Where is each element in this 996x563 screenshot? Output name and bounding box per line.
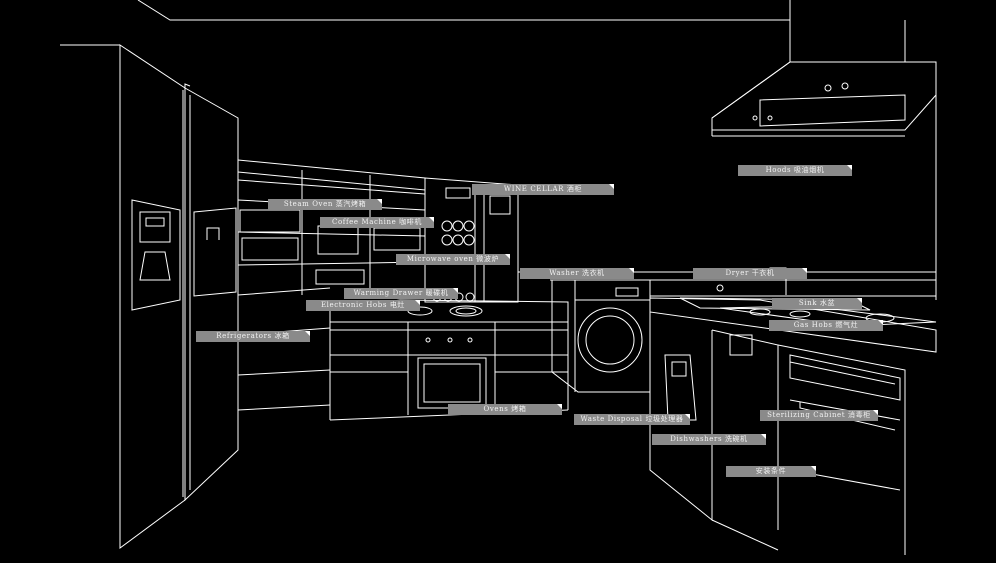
island bbox=[329, 299, 569, 421]
label-dryer: Dryer 干衣机 bbox=[693, 268, 807, 279]
label-warming-drawer: Warming Drawer 暖碟机 bbox=[344, 288, 458, 299]
label-accessories: 安装条件 bbox=[726, 466, 816, 477]
label-waste-disposal: Waste Disposal 垃圾处理器 bbox=[574, 414, 690, 425]
label-dishwashers: Dishwashers 洗碗机 bbox=[652, 434, 766, 445]
label-gas-hobs: Gas Hobs 燃气灶 bbox=[769, 320, 883, 331]
label-hoods: Hoods 吸油烟机 bbox=[738, 165, 852, 176]
label-sterilizing-cabinet: Sterilizing Cabinet 消毒柜 bbox=[760, 410, 878, 421]
refrigerator bbox=[119, 44, 239, 549]
label-refrigerators: Refrigerators 冰箱 bbox=[196, 331, 310, 342]
room-outline bbox=[60, 0, 937, 300]
label-coffee-machine: Coffee Machine 咖啡机 bbox=[320, 217, 434, 228]
label-washer: Washer 洗衣机 bbox=[520, 268, 634, 279]
label-electronic-hobs: Electronic Hobs 电灶 bbox=[306, 300, 420, 311]
label-steam-oven: Steam Oven 蒸汽烤箱 bbox=[268, 199, 382, 210]
label-wine-cellar: WINE CELLAR 酒柜 bbox=[472, 184, 614, 195]
label-sink: Sink 水盆 bbox=[772, 298, 862, 309]
label-microwave-oven: Microwave oven 微波炉 bbox=[396, 254, 510, 265]
label-ovens: Ovens 烤箱 bbox=[448, 404, 562, 415]
range-hood bbox=[711, 20, 937, 137]
washer bbox=[551, 279, 651, 393]
wine-cellar bbox=[424, 177, 519, 303]
